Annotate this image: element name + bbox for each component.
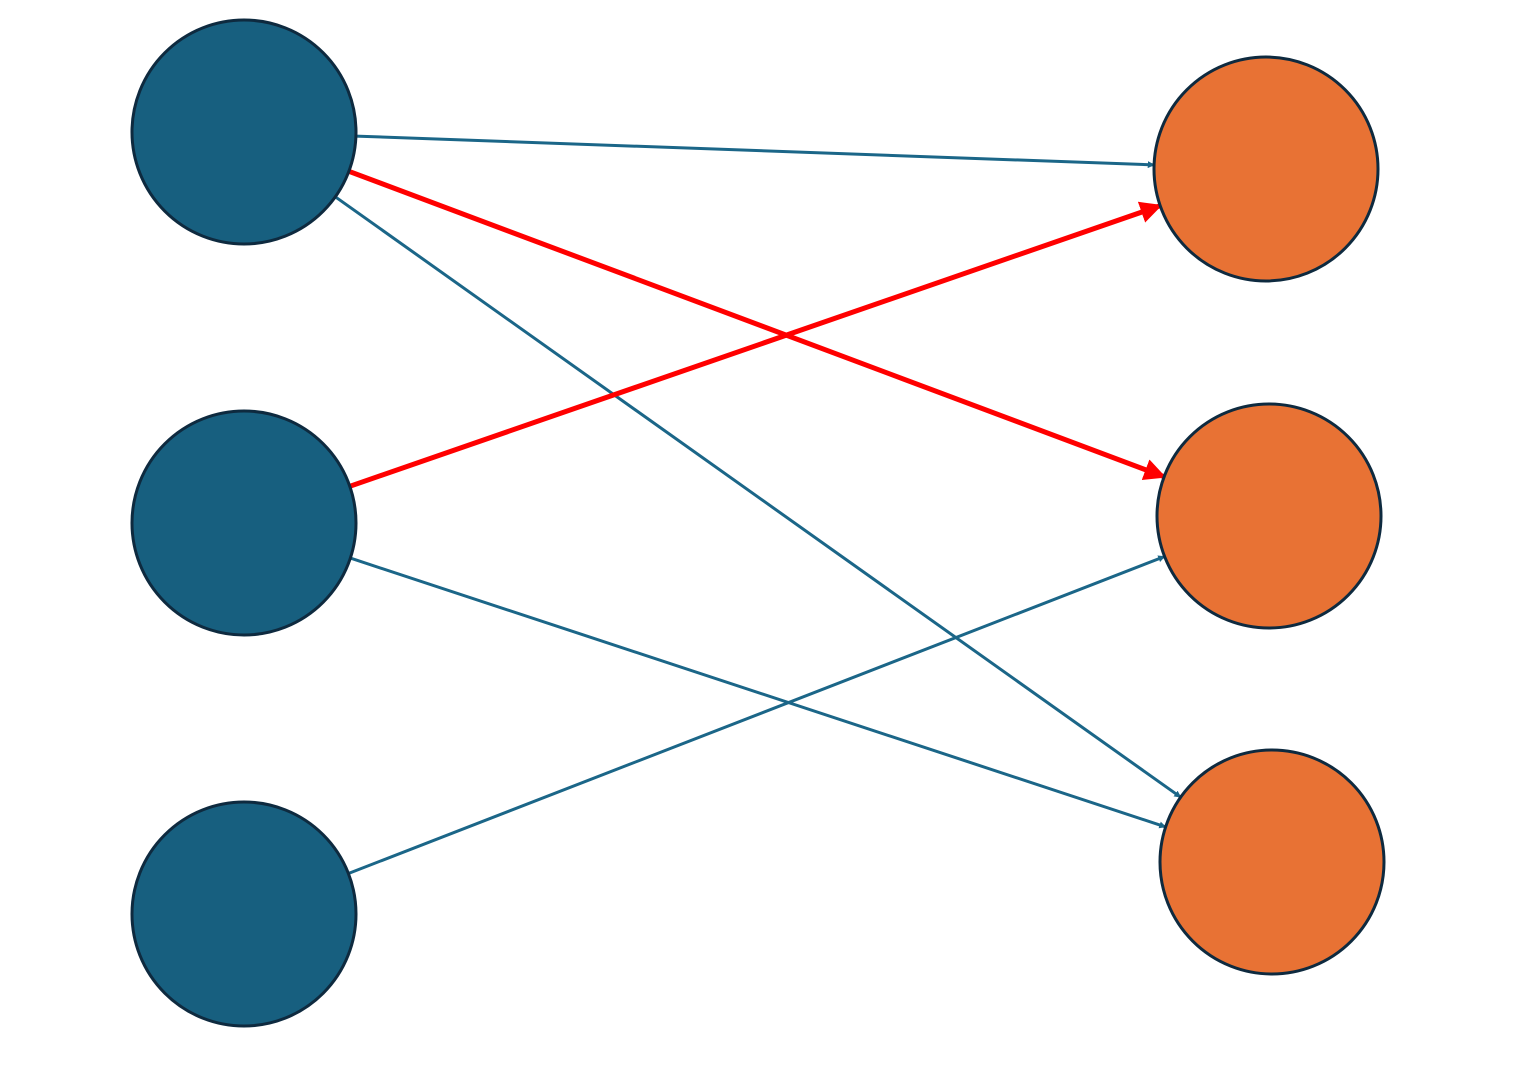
edges-layer bbox=[333, 134, 1183, 875]
right-node-r1 bbox=[1152, 55, 1380, 283]
left-node-l2 bbox=[130, 409, 358, 637]
right-node-r3 bbox=[1158, 748, 1386, 976]
left-node-l3 bbox=[130, 800, 358, 1028]
highlighted-edge-l2-to-r1 bbox=[347, 201, 1163, 489]
highlighted-edge-l1-to-r2 bbox=[346, 168, 1167, 481]
edge-l1-to-r3 bbox=[333, 195, 1183, 799]
nodes-layer bbox=[130, 18, 1386, 1028]
edge-l1-to-r1 bbox=[354, 134, 1156, 169]
right-node-r2 bbox=[1155, 402, 1383, 630]
edge-l3-to-r2 bbox=[346, 555, 1167, 875]
left-node-l1 bbox=[130, 18, 358, 246]
edge-l2-to-r3 bbox=[348, 556, 1168, 829]
